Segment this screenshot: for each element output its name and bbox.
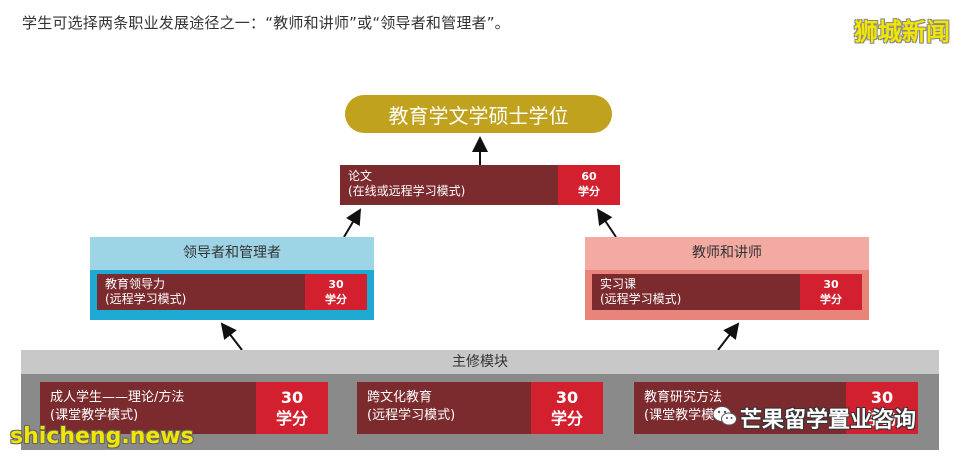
arrow-left-track-to-thesis [343, 208, 362, 238]
arrow-core-to-left-track [220, 322, 243, 351]
track-teachers-credits-value: 30 [823, 278, 839, 291]
thesis-label: 论文 (在线或远程学习模式) [340, 165, 558, 205]
thesis-box: 论文 (在线或远程学习模式) 60 学分 [340, 165, 620, 205]
core-module-2-mode: (远程学习模式) [367, 408, 456, 423]
track-leaders-managers: 领导者和管理者 教育领导力 (远程学习模式) 30 学分 [90, 237, 374, 320]
arrow-right-track-to-thesis [596, 208, 617, 238]
core-module-3-credits-unit: 学分 [865, 409, 898, 428]
thesis-mode: (在线或远程学习模式) [348, 184, 466, 198]
track-leaders-course: 教育领导力 (远程学习模式) 30 学分 [97, 274, 367, 310]
track-teachers-course-name: 实习课 [600, 277, 637, 291]
track-teachers-credits-unit: 学分 [820, 293, 842, 306]
wechat-icon [712, 406, 737, 426]
track-leaders-course-mode: (远程学习模式) [105, 292, 187, 306]
track-teachers-title: 教师和讲师 [585, 237, 869, 270]
core-module-2-credits-unit: 学分 [550, 409, 583, 428]
core-module-1-credits: 30 学分 [256, 382, 328, 434]
wechat-watermark: 芒果留学置业咨询 [740, 408, 917, 433]
core-module-2-credits: 30 学分 [531, 382, 603, 434]
track-leaders-course-name: 教育领导力 [105, 277, 166, 291]
thesis-credits: 60 学分 [558, 165, 620, 205]
core-module-1-mode: (课堂教学模式) [50, 408, 139, 423]
track-teachers-course: 实习课 (远程学习模式) 30 学分 [592, 274, 862, 310]
arrow-core-to-right-track [717, 322, 740, 351]
core-module-research-methods: 教育研究方法 (课堂教学模式) 30 学分 [634, 382, 918, 434]
track-teachers-credits: 30 学分 [800, 274, 862, 310]
core-module-3-credits: 30 学分 [846, 382, 918, 434]
core-module-1-name: 成人学生——理论/方法 [50, 390, 185, 405]
track-teachers-course-mode: (远程学习模式) [600, 292, 682, 306]
brand-watermark: 狮城新闻 [854, 18, 950, 46]
core-module-intercultural: 跨文化教育 (远程学习模式) 30 学分 [357, 382, 603, 434]
track-leaders-credits-unit: 学分 [325, 293, 347, 306]
track-leaders-credits-value: 30 [328, 278, 344, 291]
track-teachers-lecturers: 教师和讲师 实习课 (远程学习模式) 30 学分 [585, 237, 869, 320]
core-module-3-name: 教育研究方法 [644, 390, 723, 405]
thesis-credits-unit: 学分 [578, 185, 600, 198]
core-module-2-credits-value: 30 [555, 388, 579, 407]
core-module-1-credits-unit: 学分 [275, 409, 308, 428]
core-module-3-credits-value: 30 [870, 388, 894, 407]
site-watermark: shicheng.news [10, 424, 194, 449]
thesis-title: 论文 [348, 169, 373, 183]
thesis-credits-value: 60 [581, 170, 597, 183]
core-module-adult-learners: 成人学生——理论/方法 (课堂教学模式) 30 学分 [40, 382, 328, 434]
track-leaders-credits: 30 学分 [305, 274, 367, 310]
core-modules-box: 主修模块 成人学生——理论/方法 (课堂教学模式) 30 学分 跨文化教育 (远… [21, 350, 939, 450]
core-modules-title: 主修模块 [21, 350, 939, 374]
core-module-3-mode: (课堂教学模式) [644, 408, 733, 423]
degree-box: 教育学文学硕士学位 [345, 95, 612, 133]
track-leaders-title: 领导者和管理者 [90, 237, 374, 270]
core-module-2-name: 跨文化教育 [367, 390, 433, 405]
intro-text: 学生可选择两条职业发展途径之一：“教师和讲师”或“领导者和管理者”。 [22, 14, 510, 32]
core-module-1-credits-value: 30 [280, 388, 304, 407]
